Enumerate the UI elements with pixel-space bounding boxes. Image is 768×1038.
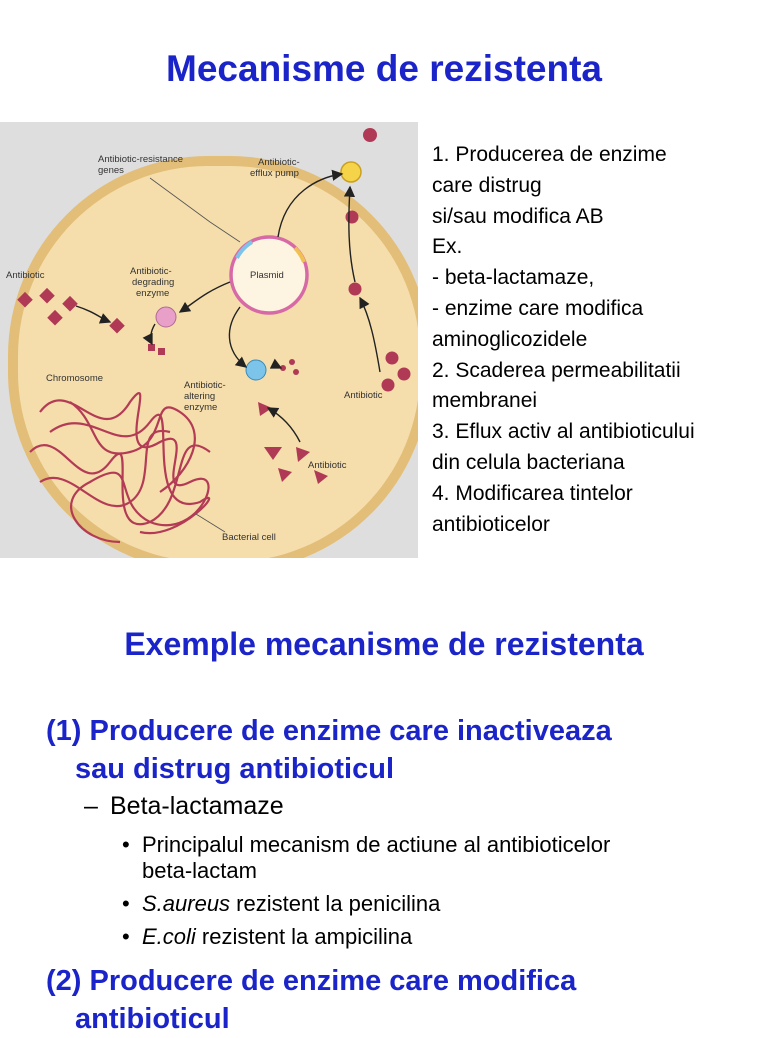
label-chromosome: Chromosome — [46, 373, 103, 384]
list-line: - enzime care modifica — [432, 296, 644, 320]
degrading-enzyme-icon — [155, 306, 177, 328]
list-line: din celula bacteriana — [432, 450, 625, 474]
bacterial-resistance-figure: Antibiotic-resistance genes Antibiotic- … — [0, 122, 418, 558]
antibiotic-molecules — [17, 128, 411, 484]
list-line: membranei — [432, 389, 538, 413]
bullet-item: • Principalul mecanism de actiune al ant… — [122, 832, 611, 883]
slide2-title: Exemple mecanisme de rezistenta — [124, 626, 644, 662]
svg-text:enzyme: enzyme — [184, 402, 217, 413]
bullet-item: • S.aureus rezistent la penicilina — [122, 891, 441, 916]
altering-enzyme-icon — [245, 359, 267, 381]
label-efflux-pump: Antibiotic- — [258, 157, 300, 168]
bullet-mark: • — [122, 924, 130, 949]
bullet-list: • Principalul mecanism de actiune al ant… — [122, 832, 610, 957]
mechanisms-list: 1. Producerea de enzime care distrug si/… — [432, 140, 766, 540]
slide-title: Mecanisme de rezistenta — [166, 48, 602, 89]
list-line: aminoglicozidele — [432, 327, 588, 351]
list-line: 3. Eflux activ al antibioticului — [432, 420, 695, 444]
label-bacterial-cell: Bacterial cell — [222, 532, 276, 543]
list-line: antibioticelor — [432, 512, 550, 536]
svg-text:efflux pump: efflux pump — [250, 168, 299, 179]
svg-text:altering: altering — [184, 391, 215, 402]
svg-text:degrading: degrading — [132, 277, 174, 288]
bullet-item: • E.coli rezistent la ampicilina — [122, 924, 413, 949]
svg-text:enzyme: enzyme — [136, 288, 169, 299]
label-resistance-genes: Antibiotic-resistance — [98, 154, 183, 165]
dash-mark: – — [84, 792, 98, 820]
list-line: - beta-lactamaze, — [432, 266, 595, 290]
bullet-mark: • — [122, 891, 130, 916]
label-altering-enzyme: Antibiotic- — [184, 380, 226, 391]
figure-diagram: Antibiotic-resistance genes Antibiotic- … — [0, 122, 418, 558]
label-antibiotic-bottom: Antibiotic — [308, 460, 347, 471]
efflux-pump-icon — [340, 161, 362, 183]
dash-item-beta-lactamaze: –Beta-lactamaze — [84, 792, 284, 820]
label-antibiotic-right: Antibiotic — [344, 390, 383, 401]
list-line: 1. Producerea de enzime — [432, 143, 667, 166]
heading-mechanism-1: (1) Producere de enzime care inactiveaza… — [46, 715, 612, 785]
list-line: 4. Modificarea tintelor — [432, 481, 633, 505]
list-line: 2. Scaderea permeabilitatii — [432, 358, 681, 382]
label-plasmid: Plasmid — [250, 270, 284, 281]
heading-mechanism-2: (2) Producere de enzime care modifica an… — [46, 965, 577, 1035]
chromosome-icon — [29, 392, 211, 544]
bacterial-cell — [18, 166, 418, 558]
plasmid-icon — [229, 235, 309, 315]
list-line: Ex. — [432, 235, 463, 259]
label-antibiotic-left: Antibiotic — [6, 270, 45, 281]
bullet-mark: • — [122, 832, 130, 857]
list-line: si/sau modifica AB — [432, 204, 604, 228]
list-line: care distrug — [432, 173, 542, 197]
label-degrading-enzyme: Antibiotic- — [130, 266, 172, 277]
svg-text:genes: genes — [98, 165, 124, 176]
